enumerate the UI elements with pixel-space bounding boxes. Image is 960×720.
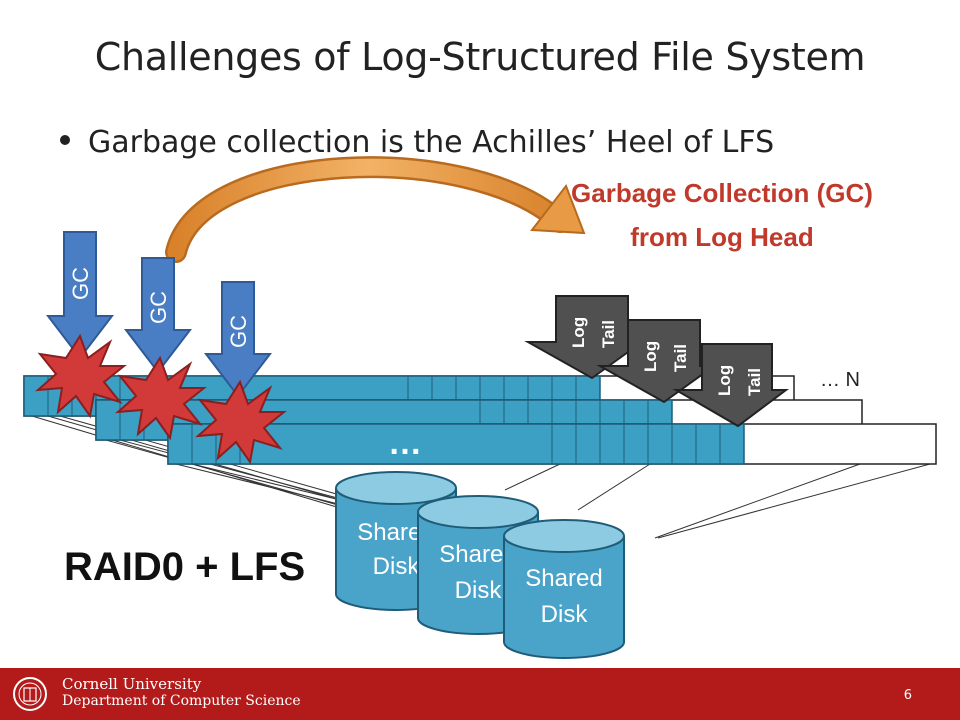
- page-number: 6: [903, 688, 912, 703]
- explosion-icon: [115, 355, 207, 441]
- gc-arrow-1: GC: [45, 231, 115, 360]
- log-n-label: … N: [820, 369, 860, 391]
- log-tail-1-line2: Tail: [599, 320, 618, 348]
- gc-label-2: GC: [146, 291, 171, 324]
- shared-disk-3: Shared Disk: [503, 519, 625, 659]
- log-tail-2-line1: Log: [641, 341, 660, 372]
- bullet-dot-icon: [60, 134, 70, 145]
- university-seal-icon: [13, 677, 47, 711]
- slide-title: Challenges of Log-Structured File System: [94, 35, 866, 79]
- log-tail-arrow-3: Log Tail: [672, 343, 789, 428]
- gc-label-1: GC: [68, 267, 93, 300]
- footer-text: Cornell University Department of Compute…: [62, 676, 301, 710]
- gc-arrow-3: GC: [203, 281, 273, 398]
- log-tail-3-line2: Tail: [745, 368, 764, 396]
- disk-3-line2: Disk: [541, 601, 589, 628]
- disk-1-line2: Disk: [373, 553, 421, 580]
- gc-arrow-2: GC: [123, 257, 193, 374]
- disk-2-line2: Disk: [455, 577, 503, 604]
- lfs-diagram: Garbage Collection (GC) from Log Head … …: [23, 156, 937, 659]
- footer-bar: Cornell University Department of Compute…: [0, 668, 960, 720]
- log-tail-arrow-2: Log Tail: [596, 319, 718, 404]
- explosion-icon: [35, 333, 127, 419]
- log-tail-1-line1: Log: [569, 317, 588, 348]
- bullet-item: Garbage collection is the Achilles’ Heel…: [60, 125, 774, 160]
- log-row-3: …: [167, 423, 937, 465]
- curved-gc-arrow: [165, 156, 586, 263]
- disk-3-line1: Shared: [525, 565, 602, 592]
- log-tail-3-line1: Log: [715, 365, 734, 396]
- log-tail-arrow-1: Log Tail: [524, 295, 646, 380]
- raid-lfs-label: RAID0 + LFS: [64, 545, 305, 589]
- log-row-3-ellipsis: …: [388, 424, 422, 462]
- department-name: Department of Computer Science: [62, 693, 301, 709]
- gc-label-3: GC: [226, 315, 251, 348]
- university-name: Cornell University: [62, 675, 202, 693]
- explosion-icon: [195, 379, 287, 465]
- annotation-line-1: Garbage Collection (GC): [571, 178, 873, 208]
- log-tail-2-line2: Tail: [671, 344, 690, 372]
- annotation-line-2: from Log Head: [630, 222, 813, 252]
- bullet-text: Garbage collection is the Achilles’ Heel…: [88, 125, 775, 160]
